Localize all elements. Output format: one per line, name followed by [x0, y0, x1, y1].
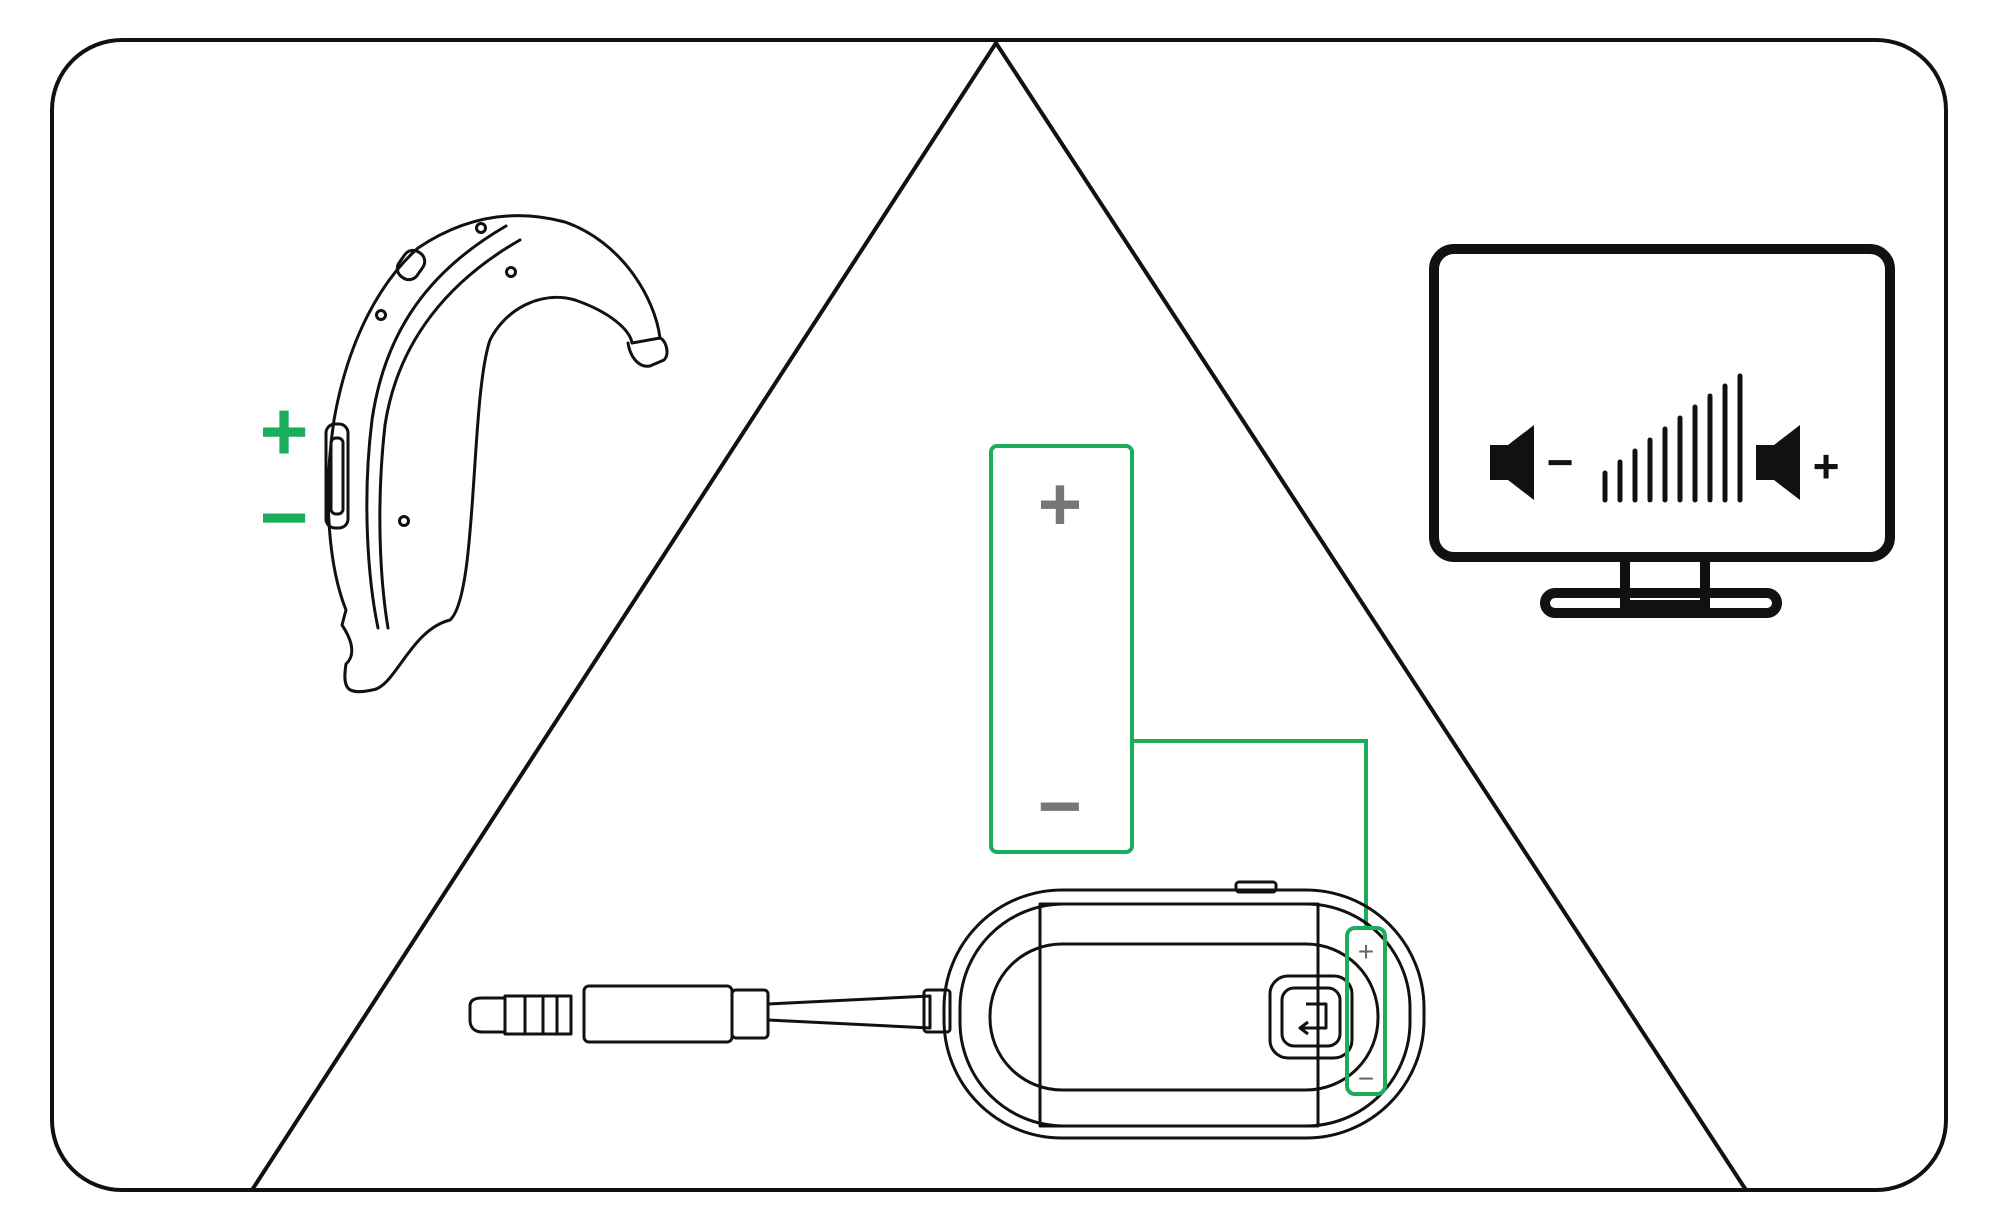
transmitter-housing-inner: [958, 902, 1412, 1128]
transmitter-volume-highlight: [1345, 926, 1387, 1096]
speaker-plus-icon: [1756, 425, 1800, 500]
hearing-aid-dot: [505, 266, 517, 278]
transmitter-plus-marking: +: [1358, 936, 1374, 967]
volume-level-bars: [1602, 373, 1743, 503]
return-arrow-icon: [1298, 1002, 1328, 1036]
transmitter-recess: [988, 942, 1380, 1092]
tv-illustration: − +: [1429, 244, 1895, 618]
hearing-aid-rocker-inner: [329, 436, 345, 516]
audio-jack-plug: [468, 996, 507, 1034]
hearing-aid-seam-2: [378, 238, 522, 630]
audio-jack-barrel: [582, 984, 734, 1044]
hearing-aid-plus-symbol: +: [259, 384, 308, 478]
outer-frame: [50, 38, 1948, 1192]
transmitter-top-switch: [1234, 880, 1278, 894]
audio-jack-collar: [730, 988, 770, 1040]
callout-minus-symbol: −: [1038, 764, 1082, 849]
tv-stand-base: [1540, 588, 1782, 618]
tv-speaker-plus-symbol: +: [1813, 440, 1840, 492]
hearing-aid-dot: [398, 515, 410, 527]
speaker-minus-icon: [1490, 425, 1534, 500]
audio-jack-ring: [523, 994, 545, 1036]
tv-stand-neck: [1620, 552, 1710, 610]
callout-plus-symbol: +: [1038, 462, 1082, 547]
hearing-aid-hook-tip: [626, 336, 669, 368]
hearing-aid-dot: [475, 222, 487, 234]
hearing-aid-illustration: [324, 214, 669, 694]
audio-cable: [767, 994, 932, 1030]
transmitter-device: [468, 880, 1426, 1140]
control-callout-box: [989, 444, 1134, 854]
audio-jack-ring: [541, 994, 559, 1036]
hearing-aid-seam: [365, 224, 508, 630]
tv-screen: [1429, 244, 1895, 562]
hearing-aid-top-button: [395, 248, 427, 282]
hearing-aid-dot: [375, 309, 387, 321]
hearing-aid-body: [326, 214, 662, 694]
transmitter-minus-marking: −: [1358, 1063, 1374, 1094]
hearing-aid-minus-symbol: −: [259, 470, 308, 564]
transmitter-center-button-outer: [1268, 974, 1354, 1060]
tv-speaker-minus-symbol: −: [1547, 436, 1574, 488]
transmitter-top-panel: [1038, 902, 1320, 1128]
transmitter-center-button[interactable]: [1280, 986, 1342, 1048]
cable-strain-relief: [922, 988, 952, 1034]
audio-jack-ring: [503, 994, 527, 1036]
callout-connector-line: [1132, 739, 1368, 930]
audio-jack-ring: [555, 994, 573, 1036]
hearing-aid-rocker-switch: [324, 422, 350, 530]
transmitter-housing-outer: [942, 888, 1426, 1140]
central-triangle: [250, 39, 1748, 1192]
